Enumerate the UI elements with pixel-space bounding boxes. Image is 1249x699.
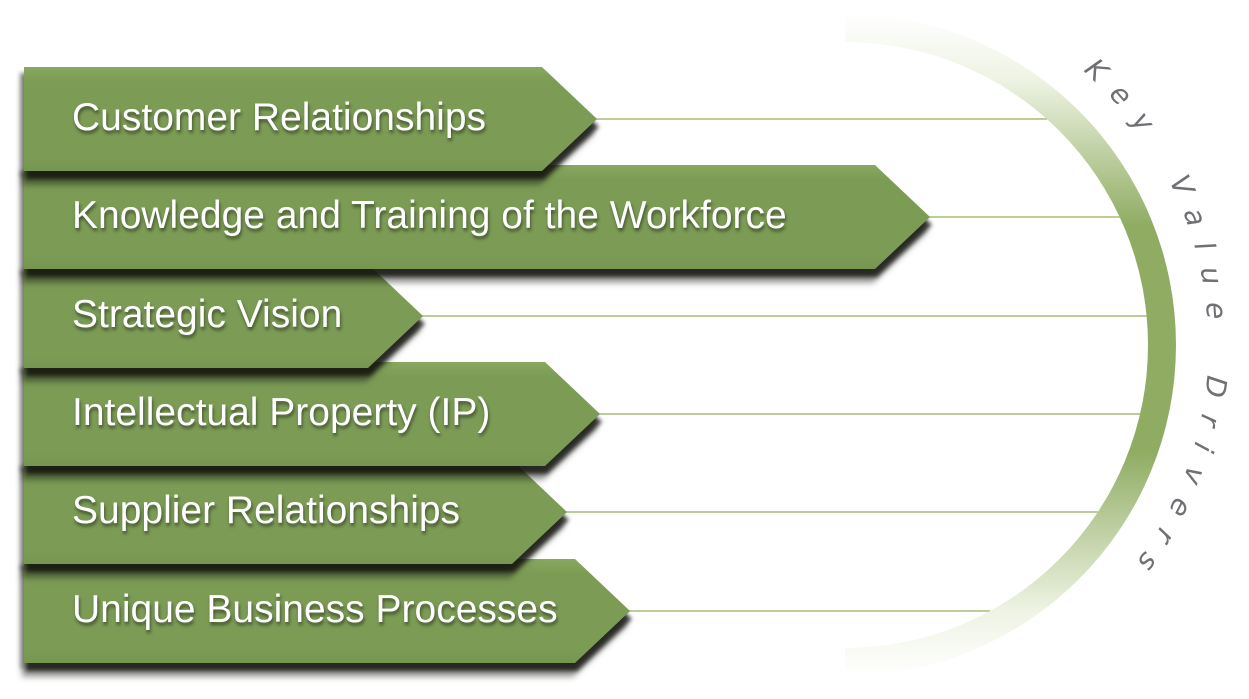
arrow-label: Unique Business Processes [72, 587, 558, 631]
connector-lines [415, 118, 1147, 612]
arrow-shape: Knowledge and Training of the Workforce [24, 165, 930, 269]
arrow-label: Strategic Vision [72, 292, 343, 336]
arrow-unique-business-processes: Unique Business Processes [24, 559, 630, 663]
arrow-label: Knowledge and Training of the Workforce [72, 193, 787, 237]
arrow-shape: Unique Business Processes [24, 559, 630, 663]
arrow-shape: Intellectual Property (IP) [24, 362, 600, 466]
arrow-shape: Strategic Vision [24, 264, 423, 368]
arrow-knowledge-and-training: Knowledge and Training of the Workforce [24, 165, 930, 269]
arrow-shape: Supplier Relationships [24, 460, 567, 564]
arrow-label: Customer Relationships [72, 95, 487, 139]
arrow-shape: Customer Relationships [24, 67, 597, 171]
arrow-strategic-vision: Strategic Vision [24, 264, 423, 368]
arrow-customer-relationships: Customer Relationships [24, 67, 597, 171]
arrow-label: Intellectual Property (IP) [72, 390, 491, 434]
arrow-intellectual-property: Intellectual Property (IP) [24, 362, 600, 466]
arrow-label: Supplier Relationships [72, 488, 461, 532]
arrow-supplier-relationships: Supplier Relationships [24, 460, 567, 564]
